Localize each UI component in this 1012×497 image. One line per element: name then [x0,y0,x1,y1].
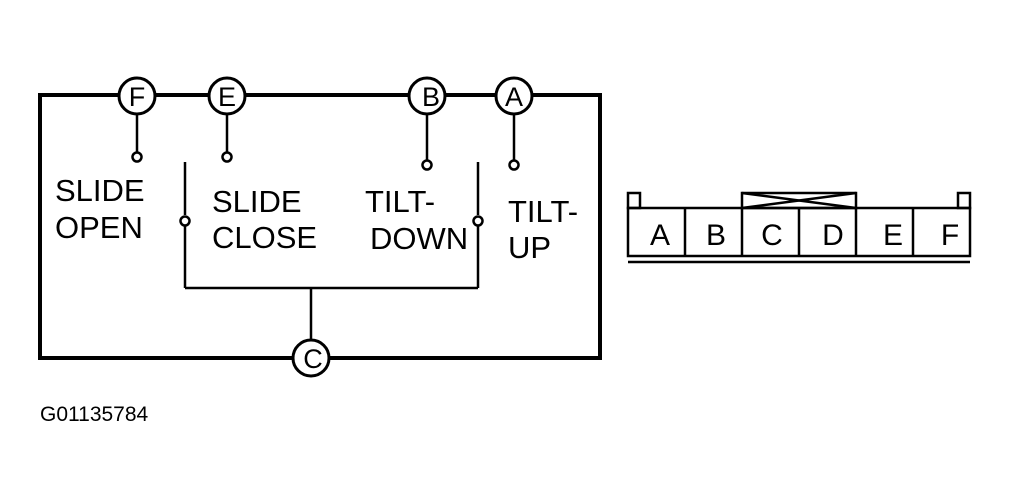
open-contacts [131,151,520,171]
terminal-drops [135,115,516,160]
terminal-c: C [291,338,331,378]
contact-tilt-down [421,159,433,171]
label-slide-open-line1: SLIDE [55,173,145,208]
label-tilt-up-line2: UP [508,230,551,265]
terminal-c-label: C [303,344,323,374]
terminal-f: F [117,76,157,116]
terminal-b-label: B [422,82,440,112]
label-tilt-up-line1: TILT- [508,194,578,229]
connector-key [740,191,858,210]
figure-code: G01135784 [40,403,149,426]
connector-pin-label: B [706,219,726,252]
terminal-f-label: F [129,82,146,112]
connector-face: A B C D E F [626,191,972,264]
connector-pin-label: F [941,219,959,252]
label-tilt-down-line2: DOWN [370,221,468,256]
connector-pin-label: C [761,219,783,252]
contact-common-right [472,215,484,227]
common-bus [179,162,484,342]
terminal-a-label: A [505,82,523,112]
contact-common-left [179,215,191,227]
terminal-a: A [494,76,534,116]
contact-slide-close [221,151,233,163]
connector-pin-label: D [822,219,844,252]
label-slide-close-line2: CLOSE [212,220,317,255]
label-tilt-down-line1: TILT- [365,184,435,219]
contact-slide-open [131,151,143,163]
terminal-e: E [207,76,247,116]
terminal-e-label: E [218,82,236,112]
connector-pin-label: A [650,219,670,252]
label-slide-close-line1: SLIDE [212,184,302,219]
contact-tilt-up [508,159,520,171]
label-slide-open-line2: OPEN [55,210,143,245]
terminal-b: B [407,76,447,116]
connector-pin-label: E [883,219,903,252]
